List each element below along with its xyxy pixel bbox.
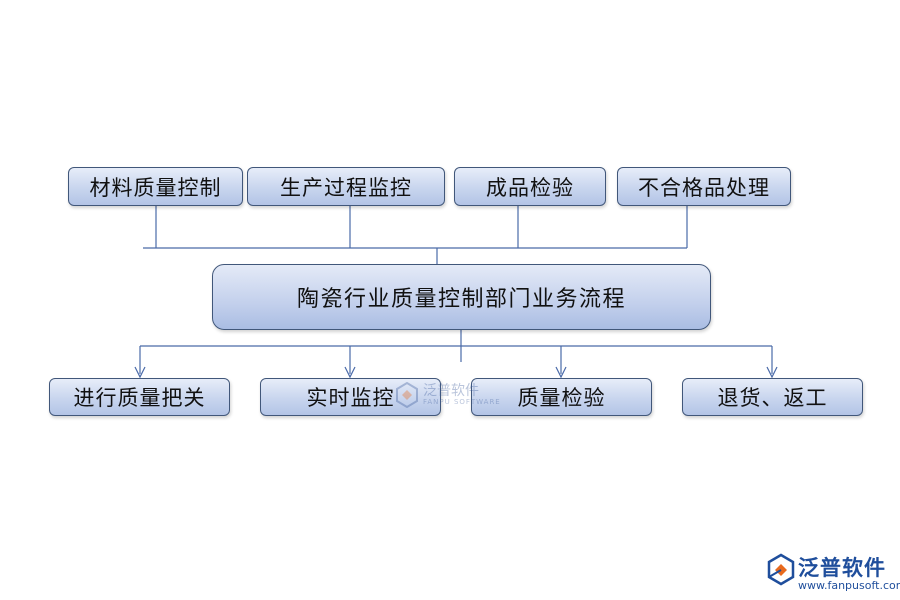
box-label: 成品检验 (486, 175, 574, 200)
box-label: 进行质量把关 (73, 386, 206, 410)
center-label: 陶瓷行业质量控制部门业务流程 (296, 287, 626, 312)
arrow-head (766, 366, 778, 379)
box-label: 不合格品处理 (638, 175, 770, 200)
fanpu-logo-icon (767, 553, 795, 586)
center-box-process-title: 陶瓷行业质量控制部门业务流程 (212, 264, 711, 330)
top-box-nonconforming-handling: 不合格品处理 (617, 167, 791, 206)
box-label: 生产过程监控 (280, 175, 412, 200)
logo-name: 泛普软件 (798, 556, 886, 580)
box-label: 质量检验 (517, 386, 606, 410)
top-box-finished-inspection: 成品检验 (454, 167, 606, 206)
arrow-head (134, 366, 146, 379)
brand-logo: 泛普软件 www.fanpusoft.com (766, 550, 900, 595)
bottom-box-realtime-monitoring: 实时监控 (260, 378, 441, 416)
logo-url: www.fanpusoft.com (798, 579, 900, 592)
box-label: 退货、返工 (717, 386, 828, 410)
top-box-material-quality-control: 材料质量控制 (68, 167, 243, 206)
bottom-box-return-rework: 退货、返工 (682, 378, 863, 416)
box-label: 实时监控 (306, 386, 395, 410)
bottom-box-quality-inspection: 质量检验 (471, 378, 652, 416)
box-label: 材料质量控制 (89, 175, 222, 200)
bottom-box-quality-gate: 进行质量把关 (49, 378, 230, 416)
arrow-head (344, 366, 356, 379)
top-box-production-monitoring: 生产过程监控 (247, 167, 445, 206)
arrow-head (555, 366, 567, 379)
